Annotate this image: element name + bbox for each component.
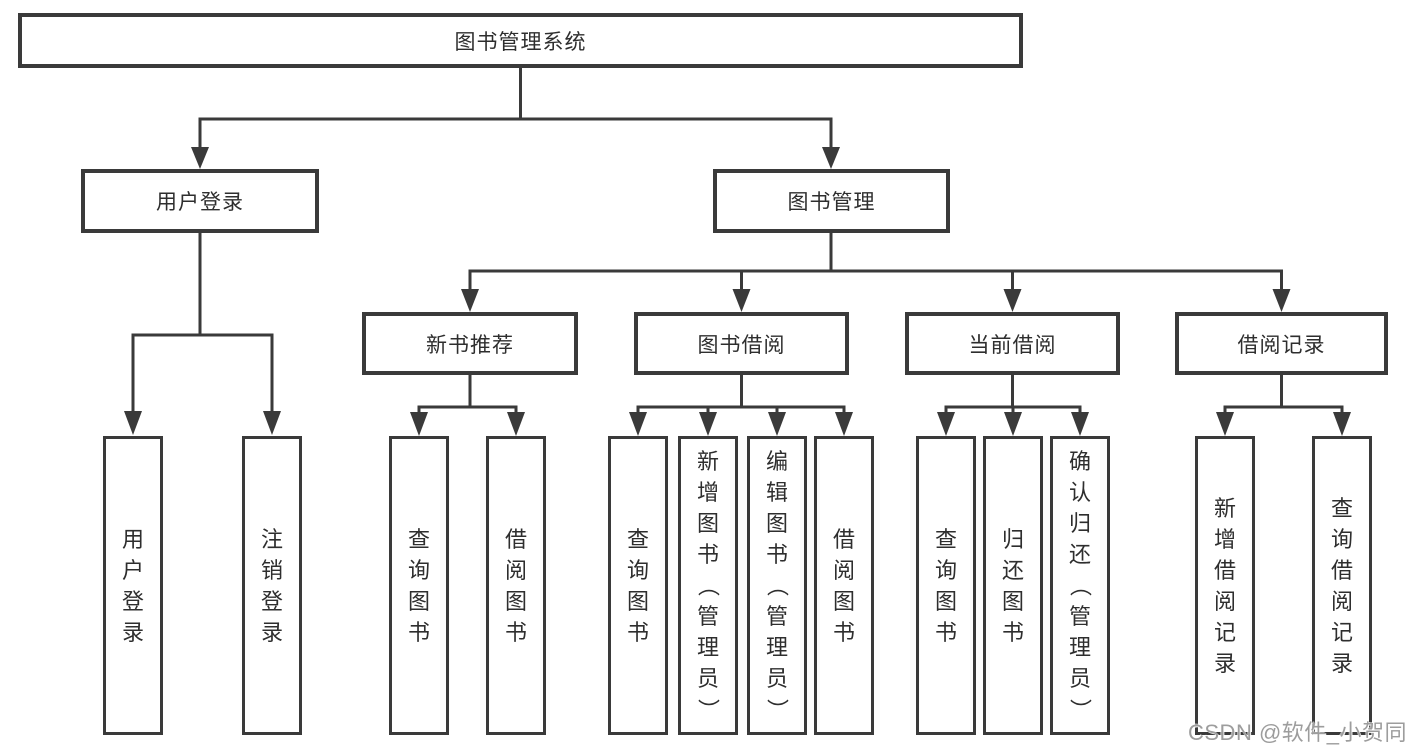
- node-label: 查询图书: [934, 526, 957, 645]
- node-new-book-rec: 新书推荐: [362, 312, 578, 375]
- node-label: 图书管理: [787, 191, 876, 214]
- watermark: CSDN @软件_小贺同学: [1188, 720, 1405, 745]
- node-br-query-record: 查询借阅记录: [1312, 436, 1372, 735]
- node-label: 新增图书（管理员）: [695, 449, 721, 721]
- node-label: 查询借阅记录: [1330, 495, 1353, 676]
- node-label: 编辑图书（管理员）: [764, 449, 790, 721]
- node-book-mgmt: 图书管理: [713, 169, 950, 233]
- node-cb-confirm-return: 确认归还（管理员）: [1050, 436, 1110, 735]
- node-label: 新增借阅记录: [1213, 495, 1236, 676]
- node-rec-query-books: 查询图书: [389, 436, 449, 735]
- node-bb-query-books: 查询图书: [608, 436, 668, 735]
- node-user-login: 用户登录: [81, 169, 319, 233]
- node-label: 查询图书: [626, 526, 649, 645]
- node-label: 注销登录: [260, 526, 283, 645]
- node-logout-leaf: 注销登录: [242, 436, 302, 735]
- node-user-login-leaf: 用户登录: [103, 436, 163, 735]
- node-current-borrow: 当前借阅: [905, 312, 1120, 375]
- node-root: 图书管理系统: [18, 13, 1023, 68]
- node-label: 图书借阅: [697, 333, 786, 357]
- node-book-borrow: 图书借阅: [634, 312, 849, 375]
- node-label: 归还图书: [1001, 526, 1024, 645]
- node-label: 查询图书: [407, 526, 430, 645]
- node-label: 当前借阅: [968, 333, 1057, 357]
- node-br-add-record: 新增借阅记录: [1195, 436, 1255, 735]
- node-bb-add-books: 新增图书（管理员）: [678, 436, 738, 735]
- node-rec-borrow-books: 借阅图书: [486, 436, 546, 735]
- node-label: 新书推荐: [426, 333, 514, 357]
- node-label: 用户登录: [156, 191, 244, 214]
- node-bb-edit-books: 编辑图书（管理员）: [747, 436, 807, 735]
- node-cb-query-books: 查询图书: [916, 436, 976, 735]
- node-label: 借阅记录: [1237, 333, 1326, 357]
- node-label: 用户登录: [121, 526, 144, 645]
- node-label: 借阅图书: [832, 526, 855, 645]
- node-cb-return-books: 归还图书: [983, 436, 1043, 735]
- node-label: 借阅图书: [504, 526, 527, 645]
- node-bb-borrow-books: 借阅图书: [814, 436, 874, 735]
- node-borrow-records: 借阅记录: [1175, 312, 1388, 375]
- node-label: 确认归还（管理员）: [1067, 449, 1093, 721]
- node-label: 图书管理系统: [454, 30, 587, 54]
